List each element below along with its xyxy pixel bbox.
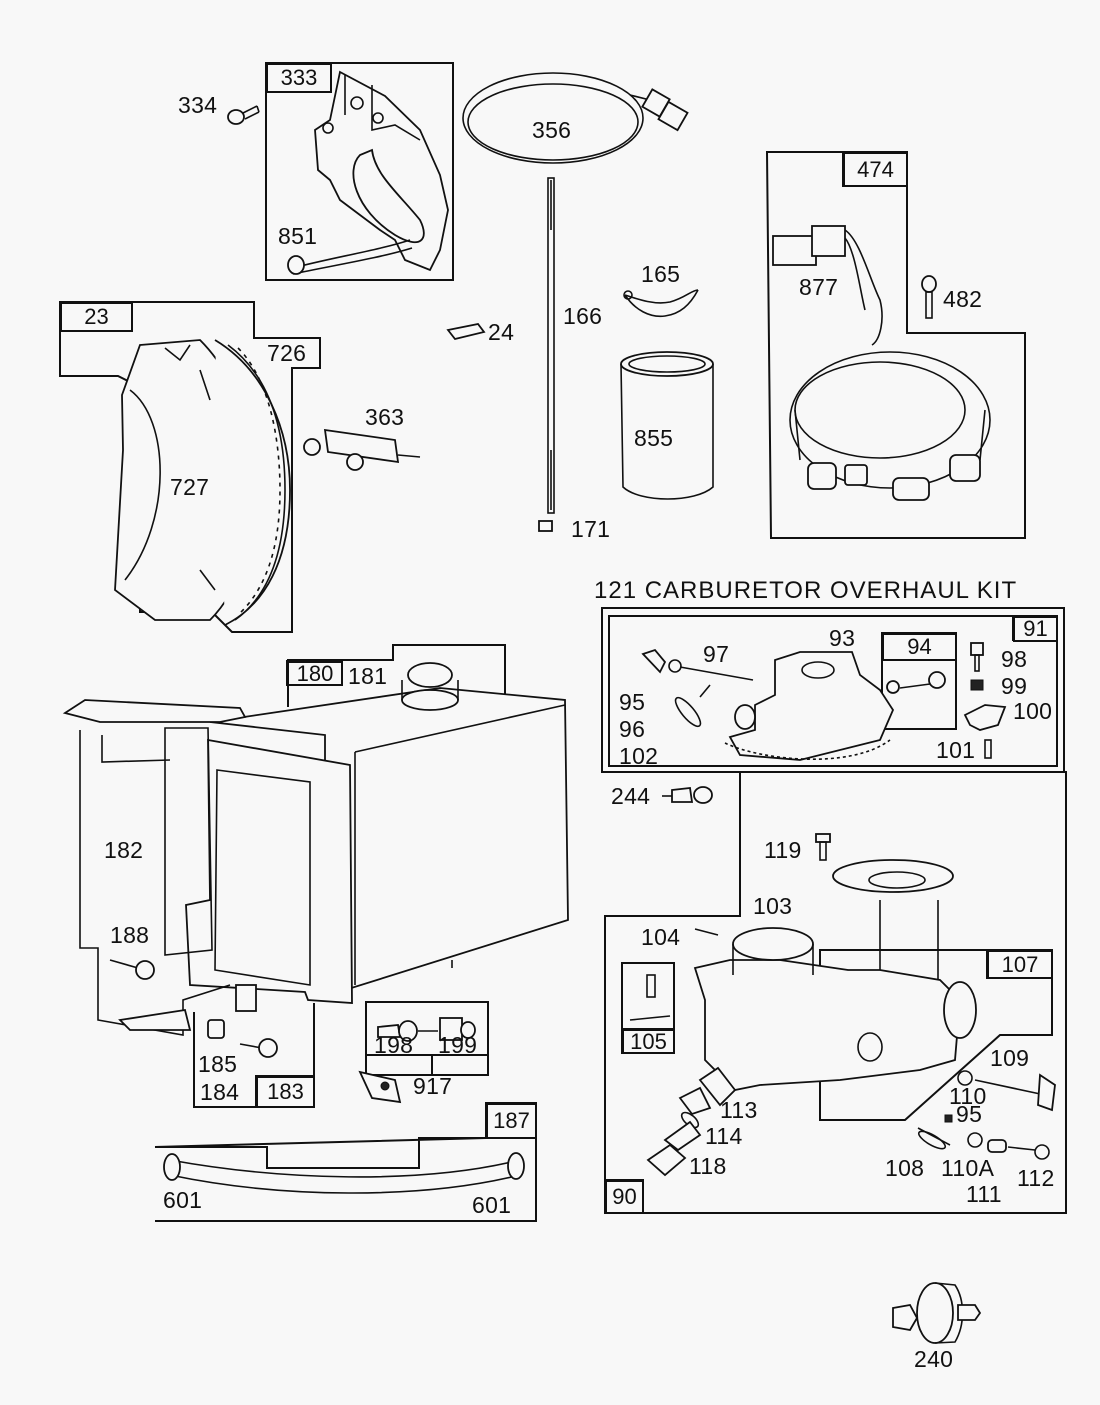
callout-184[interactable]: 184 — [200, 1079, 240, 1105]
callout-119[interactable]: 119 — [764, 837, 802, 863]
fitting-244-drawing — [662, 786, 713, 804]
callout-601-right[interactable]: 601 — [472, 1192, 512, 1218]
clip-917-drawing — [358, 1070, 402, 1104]
filter-855-drawing — [620, 351, 714, 500]
armature-group-333 — [227, 62, 454, 281]
callout-877[interactable]: 877 — [799, 274, 839, 300]
callout-108[interactable]: 108 — [885, 1155, 925, 1181]
callout-118[interactable]: 118 — [689, 1153, 727, 1179]
callout-101[interactable]: 101 — [936, 737, 976, 763]
callout-114[interactable]: 114 — [705, 1123, 743, 1149]
rod-166-drawing — [538, 177, 555, 532]
bracket-363-drawing — [303, 428, 421, 471]
inline-filter-240-drawing — [892, 1282, 982, 1344]
callout-188[interactable]: 188 — [110, 922, 150, 948]
callout-107[interactable]: 107 — [987, 950, 1053, 979]
callout-356[interactable]: 356 — [532, 117, 572, 143]
choke-shaft-97-drawing — [641, 648, 754, 681]
carburetor-group-90 — [604, 771, 1067, 1214]
callout-103[interactable]: 103 — [753, 893, 793, 919]
callout-240[interactable]: 240 — [914, 1346, 954, 1372]
callout-171[interactable]: 171 — [571, 516, 611, 542]
flywheel-group-23 — [59, 301, 421, 633]
callout-180[interactable]: 180 — [287, 661, 343, 686]
callout-165[interactable]: 165 — [641, 261, 681, 287]
callout-185[interactable]: 185 — [198, 1051, 238, 1077]
callout-95-kit[interactable]: 95 — [619, 689, 646, 715]
parts-94-98-99-100-drawing — [886, 642, 1007, 759]
fuel-line-group-187 — [154, 1102, 537, 1222]
callout-97[interactable]: 97 — [703, 641, 730, 667]
callout-917[interactable]: 917 — [413, 1073, 453, 1099]
key-24-drawing — [446, 323, 486, 341]
callout-166[interactable]: 166 — [563, 303, 603, 329]
alternator-group-474 — [765, 151, 1026, 539]
valve-95-drawing — [674, 684, 711, 728]
callout-94[interactable]: 94 — [882, 633, 957, 661]
carb-body-93-drawing — [724, 651, 895, 761]
callout-187[interactable]: 187 — [486, 1103, 537, 1139]
callout-24[interactable]: 24 — [488, 319, 515, 345]
carb-main-body-drawing — [693, 859, 977, 1107]
callout-109[interactable]: 109 — [990, 1045, 1030, 1071]
fuel-tank-group-180 — [62, 644, 569, 1108]
flywheel-727-drawing — [114, 339, 291, 626]
callout-199[interactable]: 199 — [438, 1032, 478, 1058]
callout-334[interactable]: 334 — [178, 92, 218, 118]
carb-kit-group-91 — [601, 607, 1065, 773]
callout-198[interactable]: 198 — [374, 1032, 414, 1058]
small-parts-90-drawing — [629, 928, 1056, 1177]
bracket-182-drawing — [62, 699, 247, 1036]
armature-coil-drawing — [287, 70, 449, 275]
callout-100[interactable]: 100 — [1013, 698, 1053, 724]
callout-726[interactable]: 726 — [267, 340, 307, 366]
ground-wire-356-drawing — [462, 72, 689, 164]
callout-111[interactable]: 111 — [966, 1181, 1002, 1207]
callout-102[interactable]: 102 — [619, 743, 659, 769]
callout-363[interactable]: 363 — [365, 404, 405, 430]
callout-482[interactable]: 482 — [943, 286, 983, 312]
bolt-482-drawing — [921, 275, 937, 319]
callout-98[interactable]: 98 — [1001, 646, 1028, 672]
callout-181[interactable]: 181 — [348, 663, 388, 689]
callout-96[interactable]: 96 — [619, 716, 646, 742]
callout-91[interactable]: 91 — [1013, 616, 1058, 642]
callout-23[interactable]: 23 — [60, 302, 133, 332]
screw-334-drawing — [227, 105, 260, 125]
callout-182[interactable]: 182 — [104, 837, 144, 863]
callout-113[interactable]: 113 — [720, 1097, 758, 1123]
screw-119-drawing — [815, 833, 831, 861]
callout-333[interactable]: 333 — [266, 63, 332, 93]
callout-244[interactable]: 244 — [611, 783, 651, 809]
stator-877-drawing — [772, 225, 991, 501]
callout-104[interactable]: 104 — [641, 924, 681, 950]
fitting-group-198-199 — [365, 1001, 489, 1076]
callout-93[interactable]: 93 — [829, 625, 856, 651]
fuel-tank-181-drawing — [164, 662, 569, 1004]
callout-110a[interactable]: 110A — [941, 1155, 995, 1181]
callout-99[interactable]: 99 — [1001, 673, 1028, 699]
callout-474[interactable]: 474 — [843, 152, 908, 187]
callout-95-carb[interactable]: 95 — [956, 1101, 983, 1127]
callout-183[interactable]: 183 — [256, 1076, 315, 1108]
callout-110[interactable]: 110 — [949, 1083, 987, 1109]
callout-851[interactable]: 851 — [278, 223, 318, 249]
clip-165-drawing — [623, 289, 699, 318]
carburetor-kit-title: 121 CARBURETOR OVERHAUL KIT — [594, 577, 1018, 604]
fasteners-183-188-drawing — [109, 959, 278, 1058]
callout-112[interactable]: 112 — [1017, 1165, 1055, 1191]
callout-105[interactable]: 105 — [622, 1029, 675, 1054]
callout-601-left[interactable]: 601 — [163, 1187, 203, 1213]
callout-727[interactable]: 727 — [170, 474, 210, 500]
callout-855[interactable]: 855 — [634, 425, 674, 451]
callout-90[interactable]: 90 — [605, 1180, 644, 1214]
